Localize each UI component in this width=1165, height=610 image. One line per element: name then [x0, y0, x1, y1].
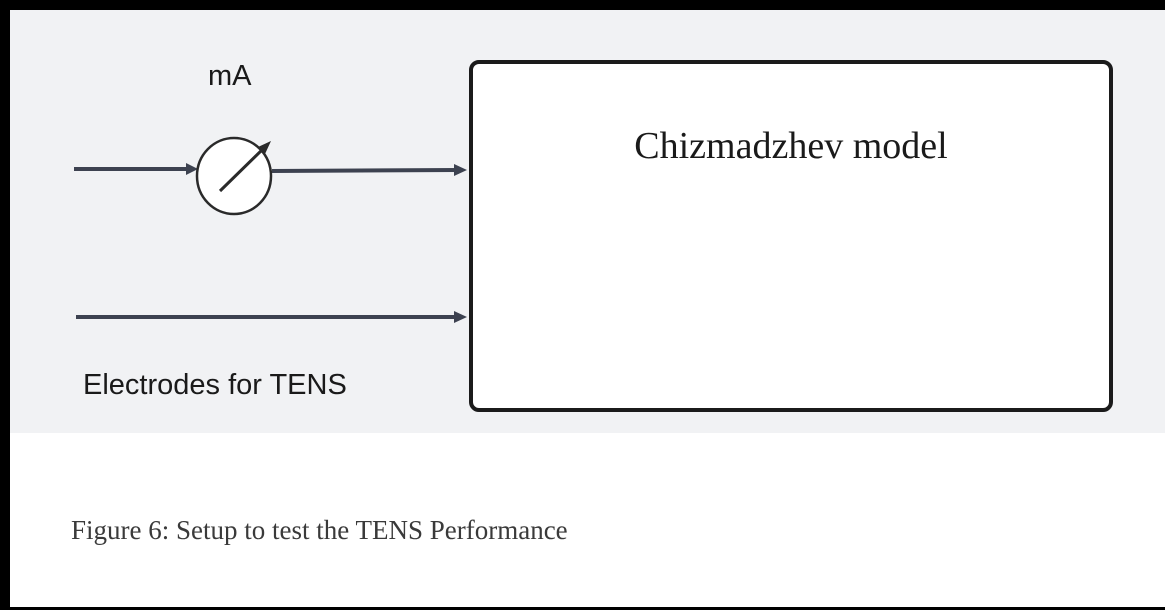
- meter-label: mA: [208, 60, 252, 92]
- figure-frame: mA Electrodes for TENS Chizmadzhev model…: [10, 10, 1165, 607]
- model-box-title: Chizmadzhev model: [634, 125, 948, 167]
- model-box: Chizmadzhev model: [469, 60, 1113, 412]
- wiring-diagram: [74, 136, 467, 323]
- diagram-canvas: mA Electrodes for TENS Chizmadzhev model: [10, 10, 1165, 433]
- arrow-head-icon: [186, 163, 198, 175]
- ammeter-icon: [195, 136, 273, 216]
- arrow-head-icon: [454, 164, 467, 176]
- electrodes-label: Electrodes for TENS: [83, 369, 347, 401]
- figure-caption: Figure 6: Setup to test the TENS Perform…: [71, 515, 568, 545]
- meter-output-wire: [271, 168, 459, 173]
- arrow-head-icon: [454, 311, 467, 323]
